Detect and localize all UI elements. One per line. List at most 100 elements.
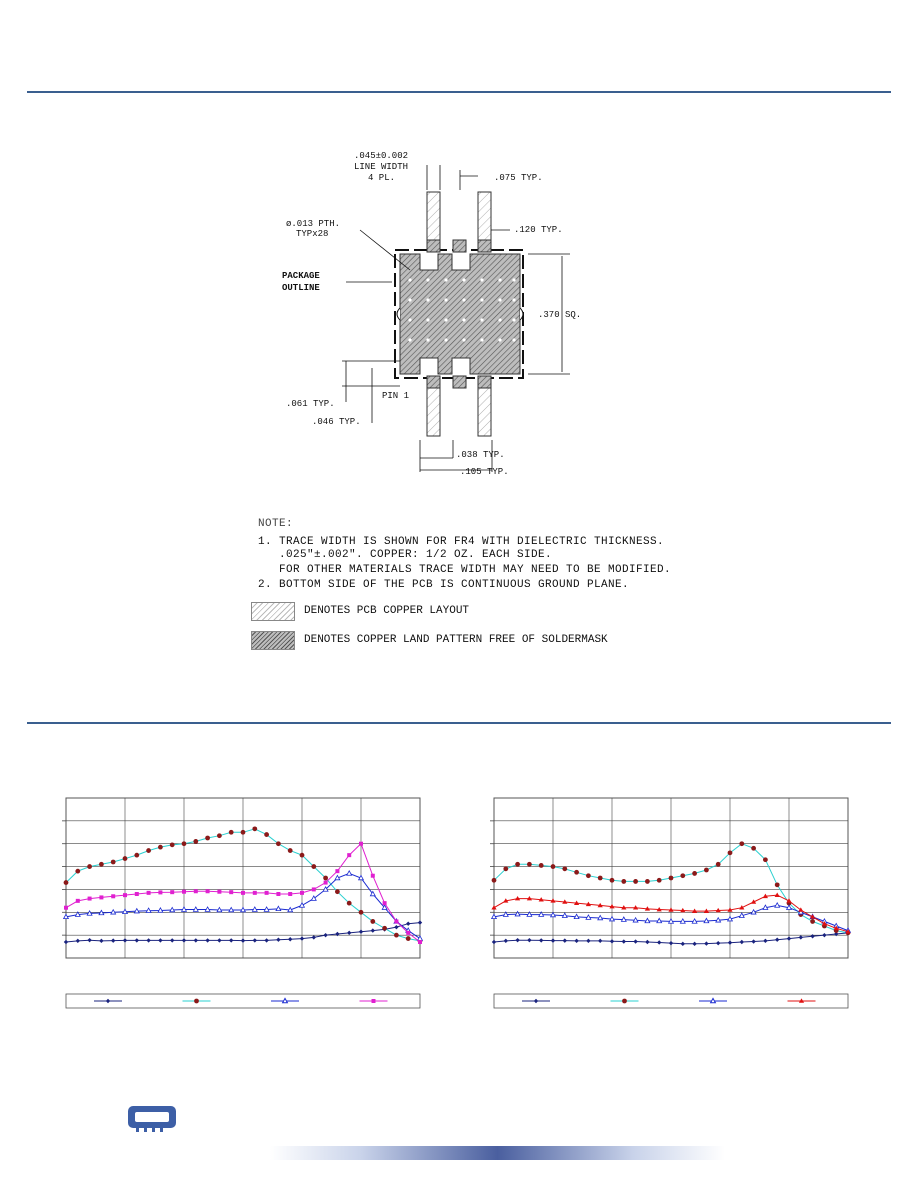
legend-box xyxy=(493,993,849,1009)
data-point xyxy=(369,890,376,897)
data-point xyxy=(417,920,423,925)
data-point xyxy=(574,900,580,905)
data-point xyxy=(751,845,756,851)
data-point xyxy=(298,901,306,908)
data-point xyxy=(99,861,104,867)
data-point xyxy=(668,907,674,912)
svg-text:.105 TYP.: .105 TYP. xyxy=(460,467,509,477)
data-point xyxy=(134,938,139,943)
legend-marker-4 xyxy=(371,999,376,1003)
data-point xyxy=(405,936,411,941)
legend-marker-3 xyxy=(281,997,289,1004)
data-point xyxy=(204,906,211,912)
data-point xyxy=(145,907,152,913)
land-pattern xyxy=(399,253,521,375)
data-point xyxy=(526,911,533,917)
data-point xyxy=(86,909,93,916)
svg-text:PIN 1: PIN 1 xyxy=(382,391,409,401)
data-point xyxy=(110,908,117,915)
legend-box xyxy=(65,993,421,1009)
data-point xyxy=(786,898,792,903)
svg-text:.120 TYP.: .120 TYP. xyxy=(514,225,563,235)
data-point xyxy=(381,904,388,910)
data-point xyxy=(633,879,638,884)
data-point xyxy=(538,863,544,868)
legend-marker-3 xyxy=(709,997,717,1004)
data-point xyxy=(810,919,815,924)
svg-text:PACKAGE: PACKAGE xyxy=(282,271,320,281)
data-point xyxy=(644,906,650,911)
data-point xyxy=(704,867,709,873)
data-point xyxy=(170,938,175,943)
data-point xyxy=(715,861,721,867)
svg-text:.038 TYP.: .038 TYP. xyxy=(456,450,505,460)
data-point xyxy=(228,829,234,835)
data-point xyxy=(169,842,175,848)
data-point xyxy=(785,904,793,910)
data-point xyxy=(691,917,698,924)
data-point xyxy=(323,875,328,881)
data-point xyxy=(620,916,627,922)
data-point xyxy=(550,864,556,869)
data-point xyxy=(762,893,768,899)
data-point xyxy=(193,889,198,894)
data-point xyxy=(514,910,521,917)
data-point xyxy=(597,875,603,881)
data-point xyxy=(692,908,698,913)
svg-text:.061 TYP.: .061 TYP. xyxy=(286,399,335,409)
data-point xyxy=(170,890,175,895)
data-point xyxy=(134,892,139,896)
data-point xyxy=(668,940,674,946)
land-pattern-label: DENOTES COPPER LAND PATTERN FREE OF SOLD… xyxy=(304,634,608,646)
data-point xyxy=(574,869,579,875)
data-point xyxy=(181,841,187,847)
data-point xyxy=(561,912,568,918)
svg-text:.370 SQ.: .370 SQ. xyxy=(538,310,581,320)
data-point xyxy=(418,940,422,944)
data-point xyxy=(491,939,497,945)
data-point xyxy=(834,931,839,937)
data-point xyxy=(310,895,317,901)
data-point xyxy=(586,873,591,879)
dimension-labels: .045±0.002 LINE WIDTH 4 PL. .075 TYP. ø.… xyxy=(282,151,581,477)
chart-left xyxy=(62,797,424,1009)
data-point xyxy=(406,930,411,935)
data-point xyxy=(751,939,756,944)
data-point xyxy=(122,856,128,861)
data-point xyxy=(644,917,651,924)
data-point xyxy=(668,875,674,881)
data-point xyxy=(180,906,188,912)
data-point xyxy=(680,907,686,913)
note-line-3: FOR OTHER MATERIALS TRACE WIDTH MAY NEED… xyxy=(258,564,672,576)
data-point xyxy=(347,853,352,858)
data-point xyxy=(526,895,532,901)
data-point xyxy=(323,880,328,885)
data-point xyxy=(263,906,270,912)
data-point xyxy=(679,917,686,924)
data-point xyxy=(64,905,68,910)
data-point xyxy=(845,929,851,934)
data-point xyxy=(774,892,780,897)
data-point xyxy=(370,873,375,878)
data-point xyxy=(810,914,816,919)
data-point xyxy=(335,931,340,937)
data-point xyxy=(751,899,757,904)
data-point xyxy=(370,919,376,924)
top-rule xyxy=(27,91,891,93)
data-point xyxy=(229,938,234,943)
svg-text:OUTLINE: OUTLINE xyxy=(282,283,320,293)
data-point xyxy=(382,901,387,906)
legend-marker-1 xyxy=(533,998,539,1004)
data-point xyxy=(193,938,198,943)
data-point xyxy=(182,889,186,894)
data-point xyxy=(217,833,222,839)
data-point xyxy=(169,906,176,913)
data-point xyxy=(358,909,364,915)
data-point xyxy=(357,874,365,881)
data-point xyxy=(515,895,521,901)
data-point xyxy=(346,900,352,906)
data-point xyxy=(726,915,734,922)
data-point xyxy=(645,879,650,884)
svg-text:.046 TYP.: .046 TYP. xyxy=(312,417,361,427)
svg-text:4 PL.: 4 PL. xyxy=(368,173,395,183)
